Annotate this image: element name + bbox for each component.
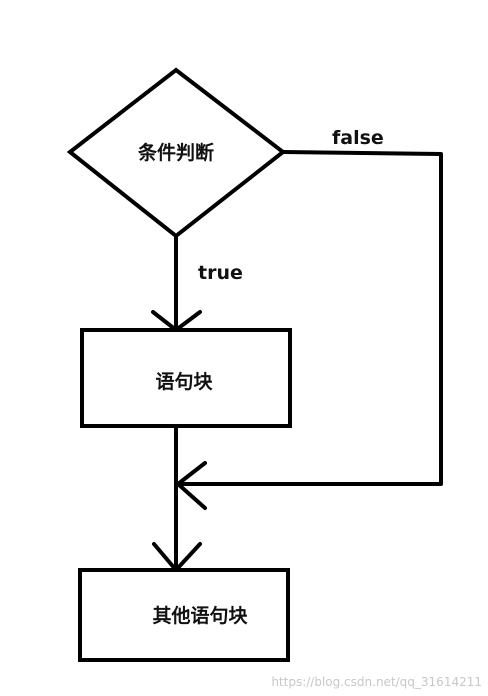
block-label: 语句块: [155, 370, 213, 393]
true-edge-label: true: [198, 262, 243, 284]
false-arrowhead: [176, 461, 207, 510]
watermark-text: https://blog.csdn.net/qq_31614211: [271, 675, 482, 689]
other-block-rect: [78, 568, 290, 662]
other-block-label: 其他语句块: [152, 604, 248, 627]
block-rect: [80, 328, 292, 428]
false-edge-label: false: [332, 127, 384, 149]
condition-label: 条件判断: [138, 141, 214, 164]
false-connector: [176, 150, 443, 486]
